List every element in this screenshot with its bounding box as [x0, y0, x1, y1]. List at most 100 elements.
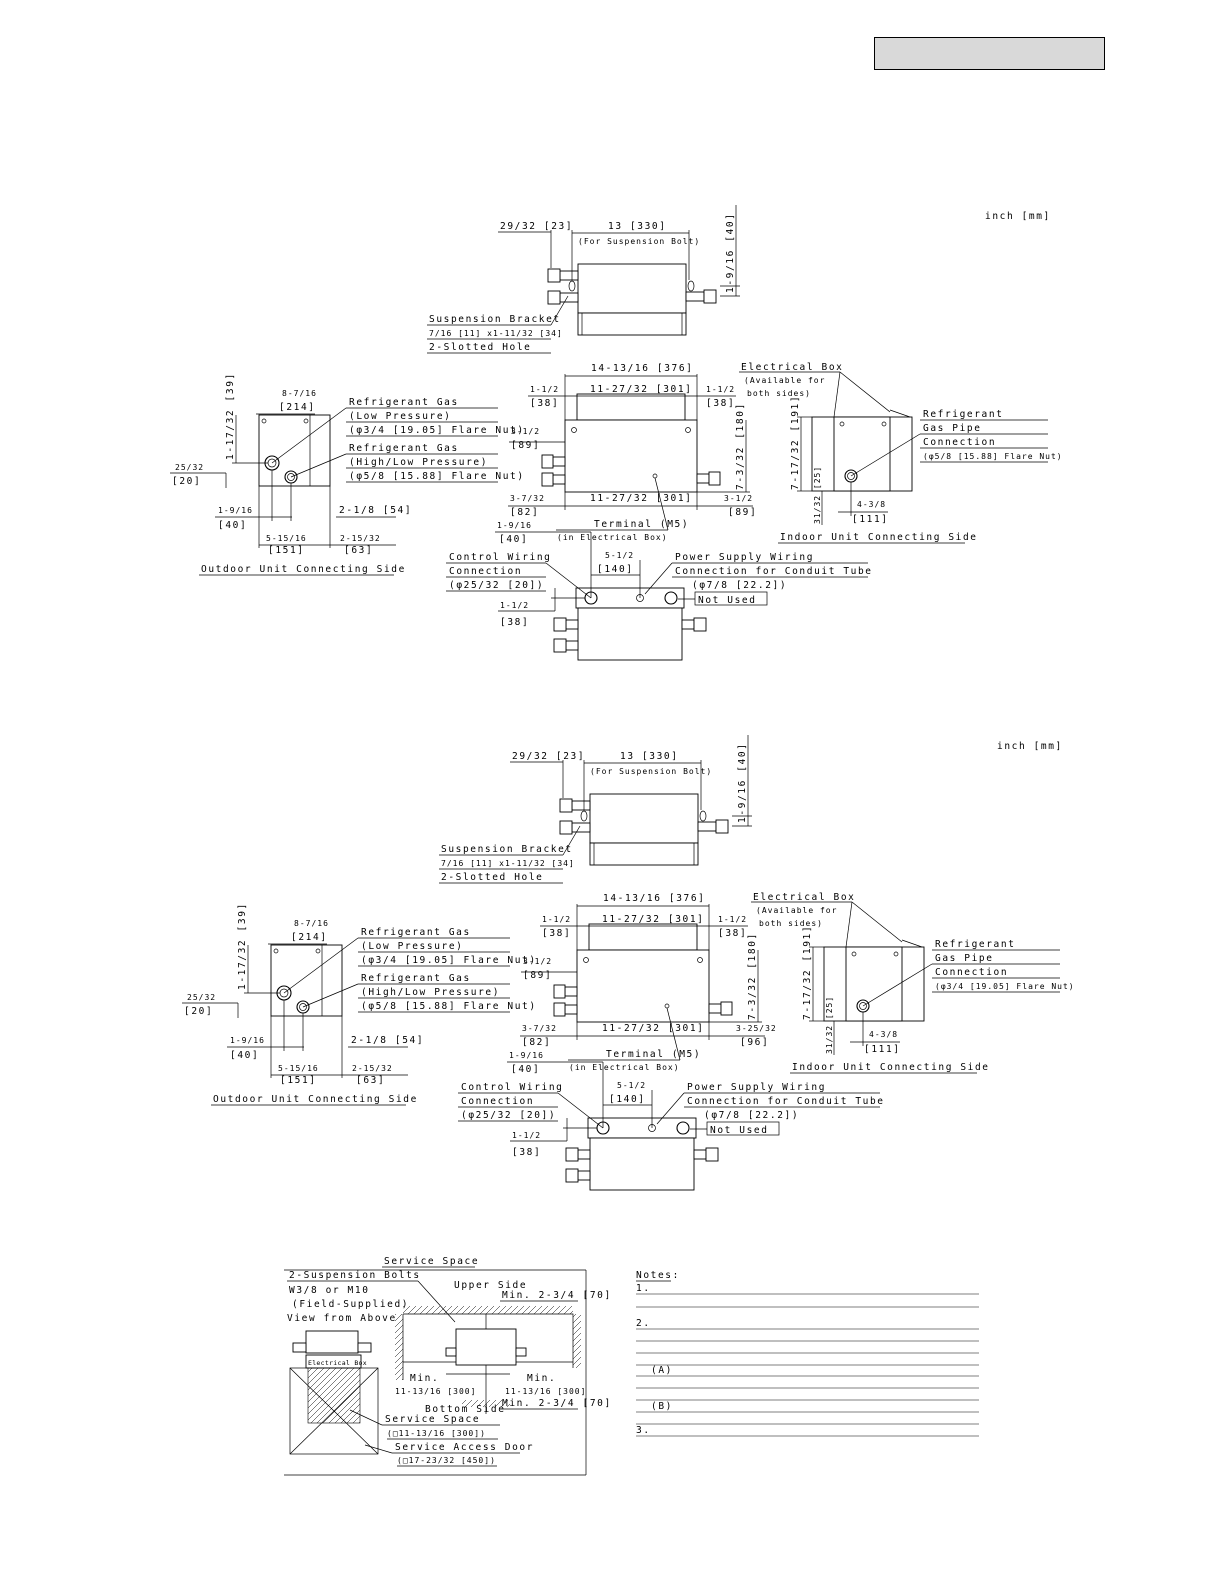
- top-dim-2-note: (For Suspension Bolt): [578, 237, 700, 246]
- front-b1mm: [82]: [522, 1037, 551, 1048]
- ebox-note-1: (Available for: [744, 376, 825, 385]
- front-mid: 11-27/32 [301]: [602, 914, 704, 925]
- service-space-size: (□11-13/16 [300]): [387, 1429, 486, 1438]
- outdoor-b1mm: [40]: [218, 520, 247, 531]
- bracket-size: 7/16 [11] x1-11/32 [34]: [429, 329, 563, 338]
- ebox-note-2: both sides): [759, 919, 823, 928]
- front-b1: 3-7/32: [522, 1024, 557, 1033]
- gas-low-note: (Low Pressure): [349, 411, 451, 422]
- gas-high-label: Refrigerant Gas: [361, 973, 471, 984]
- outdoor-b3: 5-15/16: [266, 534, 307, 543]
- note-b: (B): [651, 1401, 673, 1412]
- bottom-d2mm: [140]: [597, 564, 634, 575]
- indoor-height: 7-17/32 [191]: [802, 925, 813, 1020]
- indoor-pipe-size: (φ3/4 [19.05] Flare Nut): [935, 982, 1075, 991]
- bottom-d1mm: [40]: [499, 534, 528, 545]
- outdoor-height: 1-17/32 [39]: [237, 902, 248, 990]
- outdoor-b3: 5-15/16: [278, 1064, 319, 1073]
- terminal-note: (in Electrical Box): [569, 1063, 680, 1072]
- front-r1mm: [38]: [706, 398, 735, 409]
- front-l1: 1-1/2: [530, 385, 559, 394]
- gas-high-label: Refrigerant Gas: [349, 443, 459, 454]
- gas-pipe-label: Gas Pipe: [935, 953, 994, 964]
- ebox-label: Electrical Box: [741, 362, 843, 373]
- terminal-note: (in Electrical Box): [557, 533, 668, 542]
- notes-section: Notes: 1. 2. (A) (B) 3.: [636, 1270, 979, 1437]
- connection-label: Connection: [935, 967, 1008, 978]
- outdoor-width: 8-7/16: [282, 389, 317, 398]
- top-dim-2: 13 [330]: [620, 751, 679, 762]
- service-space-section: Service Space 2-Suspension Bolts W3/8 or…: [284, 1256, 612, 1476]
- min-right-2: 11-13/16 [300]: [505, 1387, 586, 1396]
- gas-high-note: (High/Low Pressure): [349, 457, 488, 468]
- indoor-pipe-size: (φ5/8 [15.88] Flare Nut): [923, 452, 1063, 461]
- outdoor-side-view: 8-7/16 [214] 1-17/32 [39] 25/32 [20] Ref…: [170, 372, 525, 576]
- bottom-d1: 1-9/16: [509, 1051, 544, 1060]
- unit-note: inch [mm]: [985, 211, 1051, 222]
- diagram-1: inch [mm]: [170, 205, 1063, 661]
- indoor-height: 7-17/32 [191]: [790, 395, 801, 490]
- gas-low-label: Refrigerant Gas: [361, 927, 471, 938]
- bottom-side-label: Bottom Side: [425, 1404, 506, 1415]
- gas-high-size: (φ5/8 [15.88] Flare Nut): [361, 1001, 537, 1012]
- min-right-1: Min.: [527, 1373, 556, 1384]
- front-l1: 1-1/2: [542, 915, 571, 924]
- view-above-label: View from Above: [287, 1313, 397, 1324]
- bottom-view: Control Wiring Connection (φ25/32 [20]) …: [446, 521, 871, 661]
- note-1: 1.: [636, 1283, 651, 1294]
- front-b1: 3-7/32: [510, 494, 545, 503]
- top-dim-3: 1-9/16 [40]: [725, 212, 736, 293]
- service-title: Service Space: [384, 1256, 479, 1267]
- indoor-b2mm: [111]: [864, 1044, 901, 1055]
- connection-label: Connection: [923, 437, 996, 448]
- outdoor-b1: 1-9/16: [218, 506, 253, 515]
- power-wiring-label: Power Supply Wiring: [687, 1082, 826, 1093]
- service-space-label: Service Space: [385, 1414, 480, 1425]
- conduit-label: Connection for Conduit Tube: [687, 1096, 885, 1107]
- conduit-size: (φ7/8 [22.2]): [692, 580, 787, 591]
- outdoor-b4: 2-15/32: [340, 534, 381, 543]
- outdoor-width-mm: [214]: [279, 402, 316, 413]
- indoor-b2: 4-3/8: [869, 1030, 898, 1039]
- gas-low-size: (φ3/4 [19.05] Flare Nut): [349, 425, 525, 436]
- control-connection-label: Connection: [461, 1096, 534, 1107]
- front-r1: 1-1/2: [718, 915, 747, 924]
- min-bottom-label: Min. 2-3/4 [70]: [502, 1398, 612, 1409]
- outdoor-width-mm: [214]: [291, 932, 328, 943]
- bottom-d1: 1-9/16: [497, 521, 532, 530]
- front-r1: 1-1/2: [706, 385, 735, 394]
- outdoor-caption: Outdoor Unit Connecting Side: [201, 564, 406, 575]
- top-dim-2-note: (For Suspension Bolt): [590, 767, 712, 776]
- top-dim-1: 29/32 [23]: [500, 221, 573, 232]
- bottom-d2: 5-1/2: [605, 551, 634, 560]
- bottom-d3mm: [38]: [500, 617, 529, 628]
- min-left-1: Min.: [410, 1373, 439, 1384]
- upper-side-label: Upper Side: [454, 1280, 527, 1291]
- front-h2: 7-3/32 [180]: [735, 402, 746, 490]
- outdoor-b4mm: [63]: [356, 1075, 385, 1086]
- gas-high-size: (φ5/8 [15.88] Flare Nut): [349, 471, 525, 482]
- outdoor-b1: 1-9/16: [230, 1036, 265, 1045]
- top-dim-2: 13 [330]: [608, 221, 667, 232]
- front-h1mm: [89]: [511, 440, 540, 451]
- unit-note: inch [mm]: [997, 741, 1063, 752]
- front-r1mm: [38]: [718, 928, 747, 939]
- notes-title: Notes:: [636, 1270, 680, 1281]
- outdoor-b2: 2-1/8 [54]: [339, 505, 412, 516]
- indoor-b1: 31/32 [25]: [813, 466, 822, 524]
- outdoor-caption: Outdoor Unit Connecting Side: [213, 1094, 418, 1105]
- outdoor-b4mm: [63]: [344, 545, 373, 556]
- min-top-label: Min. 2-3/4 [70]: [502, 1290, 612, 1301]
- control-size: (φ25/32 [20]): [461, 1110, 556, 1121]
- outdoor-b1mm: [40]: [230, 1050, 259, 1061]
- front-width: 14-13/16 [376]: [591, 363, 693, 374]
- front-l1mm: [38]: [530, 398, 559, 409]
- front-b2: 3-1/2: [724, 494, 753, 503]
- gas-pipe-label: Gas Pipe: [923, 423, 982, 434]
- outdoor-side-mm: [20]: [172, 476, 201, 487]
- ebox-note-1: (Available for: [756, 906, 837, 915]
- indoor-caption: Indoor Unit Connecting Side: [780, 532, 978, 543]
- gas-low-size: (φ3/4 [19.05] Flare Nut): [361, 955, 537, 966]
- note-a: (A): [651, 1365, 673, 1376]
- front-b2mm: [89]: [728, 507, 757, 518]
